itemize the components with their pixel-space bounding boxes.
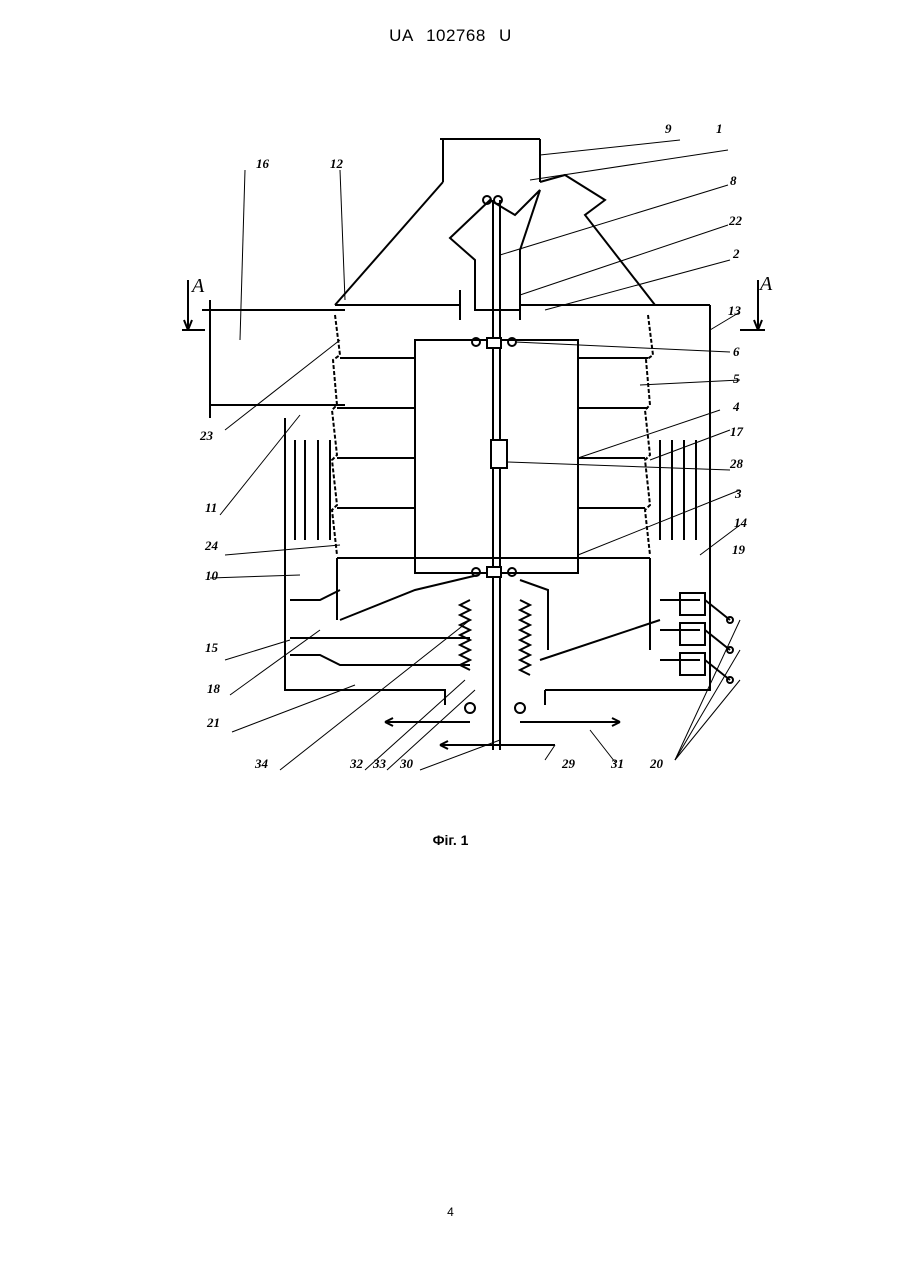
label-20: 20 [649,756,664,771]
shelves-right [578,358,648,508]
inner-funnel [450,190,540,310]
label-15: 15 [205,640,219,655]
label-21: 21 [206,715,220,730]
fins-right [660,440,696,540]
shelves-left [337,358,415,508]
label-10: 10 [205,568,219,583]
label-14: 14 [734,515,748,530]
label-23: 23 [199,428,214,443]
cone-right [540,175,655,305]
spring-right [520,600,530,675]
label-2: 2 [732,246,740,261]
outlet-pipe [202,300,345,418]
pipe-29 [440,741,555,749]
label-28: 28 [729,456,744,471]
spring-left [460,600,470,670]
cone-left [335,182,443,305]
outer-wall-right [545,305,710,690]
label-17: 17 [730,424,744,439]
label-24: 24 [204,538,219,553]
deflector [340,575,478,620]
section-marker-left: A [190,275,205,297]
label-5: 5 [733,371,740,386]
pipe-31 [385,718,620,726]
label-31: 31 [610,756,624,771]
bellows-left [332,315,340,555]
label-12: 12 [330,156,344,171]
label-34: 34 [254,756,269,771]
label-4: 4 [732,399,740,414]
label-3: 3 [734,486,742,501]
page-number: 4 [0,1205,901,1219]
section-marker-right: A [758,273,773,295]
shaft [493,200,500,750]
label-29: 29 [561,756,576,771]
label-11: 11 [205,500,217,515]
label-9: 9 [665,121,672,136]
label-22: 22 [728,213,743,228]
label-33: 33 [372,756,387,771]
label-1: 1 [716,121,723,136]
sensor-block [491,440,507,468]
inlet-neck [440,139,540,182]
label-13: 13 [728,303,742,318]
fins-left [295,440,330,540]
label-18: 18 [207,681,221,696]
label-16: 16 [256,156,270,171]
label-8: 8 [730,173,737,188]
label-32: 32 [349,756,364,771]
label-6: 6 [733,344,740,359]
label-30: 30 [399,756,414,771]
figure-caption: Фіг. 1 [0,832,901,848]
label-19: 19 [732,542,746,557]
